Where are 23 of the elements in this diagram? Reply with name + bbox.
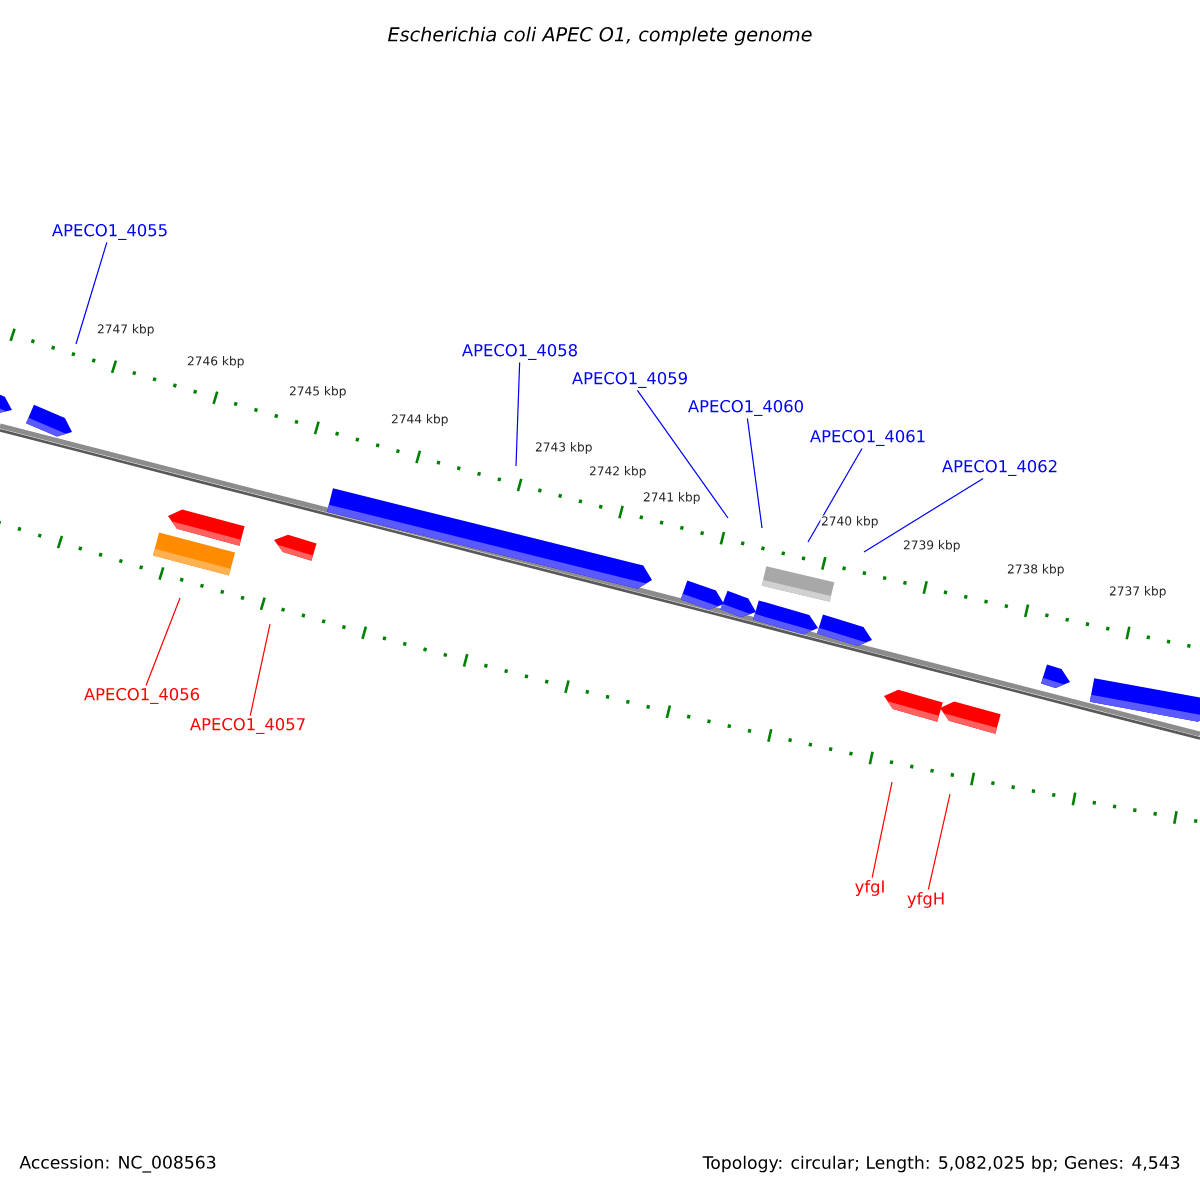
leader-line — [746, 417, 763, 529]
leader-line — [75, 241, 108, 345]
title: Escherichia coli APEC O1, complete genome — [388, 26, 812, 46]
gene-label: APECO1_4055 — [52, 224, 167, 240]
leader-line — [871, 781, 893, 879]
gene-label: APECO1_4057 — [190, 718, 305, 734]
leader-line — [807, 447, 863, 543]
leader-line — [863, 477, 984, 553]
leader-line — [145, 597, 181, 687]
gene-label: yfgH — [907, 892, 944, 908]
genome-info-text: Topology: circular; Length: 5,082,025 bp; Genes: 4,543 — [702, 1155, 1180, 1173]
gene-label: APECO1_4058 — [462, 344, 577, 360]
gene-label: APECO1_4059 — [572, 372, 687, 388]
leader-line — [249, 623, 271, 717]
gene-label: APECO1_4060 — [688, 400, 803, 416]
accession-text: Accession: NC_008563 — [19, 1155, 216, 1173]
gene-label: APECO1_4056 — [84, 688, 200, 704]
gene-label: APECO1_4061 — [810, 430, 925, 446]
gene-label: APECO1_4062 — [942, 460, 1057, 476]
leader-line — [636, 389, 729, 519]
gene-label: yfgI — [855, 880, 884, 896]
leader-line — [927, 793, 951, 891]
leader-line — [515, 361, 521, 467]
